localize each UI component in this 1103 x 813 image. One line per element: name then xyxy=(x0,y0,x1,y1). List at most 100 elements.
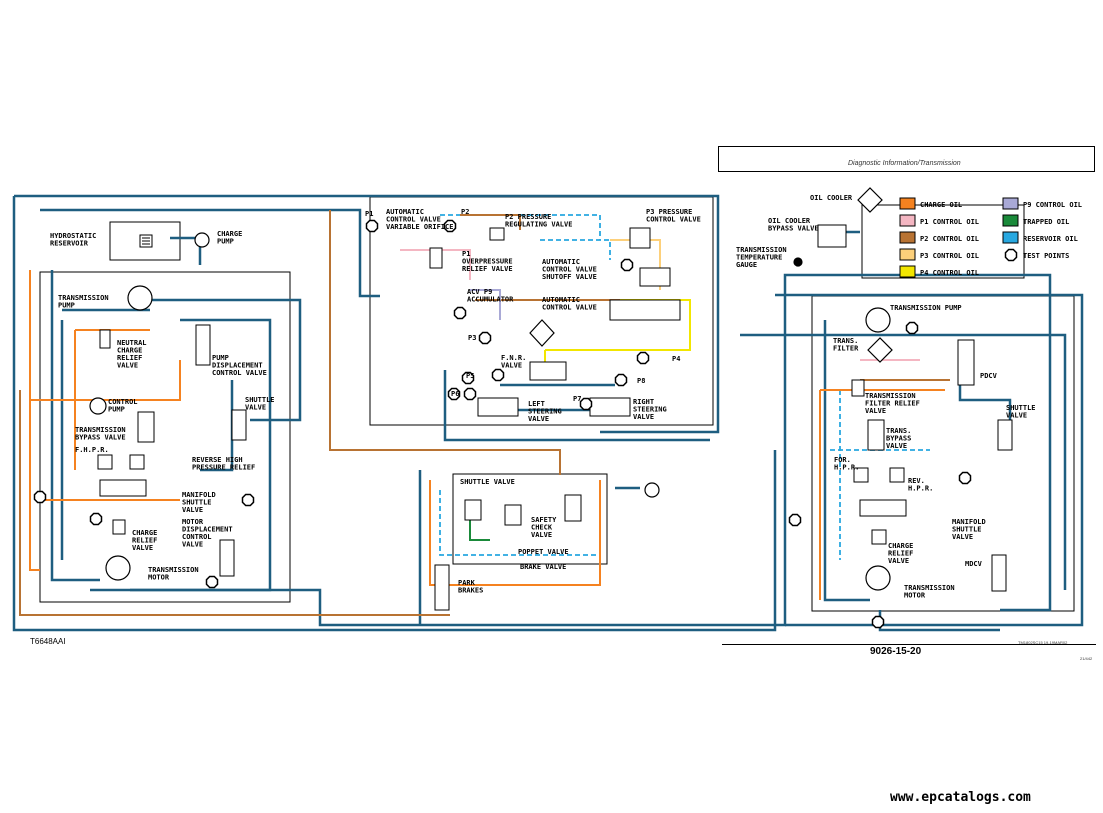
label-shuttle-c: SHUTTLE VALVE xyxy=(460,478,515,486)
right-steer-valve xyxy=(589,397,631,417)
trans-motor-r xyxy=(865,565,891,591)
line-top-main xyxy=(14,194,720,434)
legend-label: P2 CONTROL OIL xyxy=(920,235,979,243)
label-p8: P8 xyxy=(637,377,645,385)
test-point-icon xyxy=(620,258,634,272)
label-brake: BRAKE VALVE xyxy=(520,563,566,571)
figure-id: T6648AAI xyxy=(30,637,66,646)
shuttle-valve-c xyxy=(464,499,482,521)
rev-hpr-valve-l xyxy=(129,454,145,470)
test-point-icon xyxy=(463,387,477,401)
section-header: Diagnostic Information/Transmission xyxy=(848,160,961,167)
left-steer-valve xyxy=(477,397,519,417)
legend-label: P4 CONTROL OIL xyxy=(920,269,979,277)
left-transmission-frame xyxy=(39,271,291,603)
legend-swatch xyxy=(1002,214,1019,227)
label-poppet: POPPET VALVE xyxy=(518,548,569,556)
ref-code-2: 21/442 xyxy=(1080,656,1093,661)
manifold-valve-r xyxy=(859,499,907,517)
pdcv-valve xyxy=(957,339,975,386)
motor-disp-valve xyxy=(219,539,235,577)
label-p7: P7 xyxy=(573,395,581,403)
legend-label: P1 CONTROL OIL xyxy=(920,218,979,226)
label-p3: P3 xyxy=(468,334,476,342)
website-link[interactable]: www.epcatalogs.com xyxy=(890,790,1031,805)
label-fhpr: F.H.P.R. xyxy=(75,446,109,454)
test-point-icon xyxy=(205,575,219,589)
label-p2: P2 xyxy=(461,208,469,216)
p3-ctrl-valve xyxy=(629,227,651,249)
label-trans-pump-r: TRANSMISSION PUMP xyxy=(890,304,962,312)
p9-control-lines xyxy=(470,289,501,320)
legend-label: RESERVOIR OIL xyxy=(1023,235,1078,243)
test-point-icon xyxy=(365,219,379,233)
line-top-second xyxy=(40,208,380,298)
neutral-relief-valve xyxy=(99,329,111,349)
control-pump-l xyxy=(89,397,107,415)
legend-swatch xyxy=(899,265,916,278)
line-left-outer xyxy=(12,196,777,632)
p9-line xyxy=(470,289,501,320)
p1-overpressure-valve xyxy=(429,247,443,269)
park-brakes xyxy=(434,564,450,611)
trans-motor-l xyxy=(105,555,131,581)
footer-rule xyxy=(722,644,1096,645)
legend-swatch xyxy=(899,231,916,244)
legend-label: P3 CONTROL OIL xyxy=(920,252,979,260)
charge-right xyxy=(819,389,945,600)
legend-label: TEST POINTS xyxy=(1023,252,1069,260)
line-motor-bottom xyxy=(90,588,420,627)
charge-inner xyxy=(74,329,150,470)
line-pump-top xyxy=(150,298,302,422)
legend-swatch xyxy=(899,248,916,261)
cooler-frame xyxy=(861,204,1025,279)
label-trans-filter: TRANS.FILTER xyxy=(833,337,859,353)
pumps-motors xyxy=(89,187,893,591)
acv-shutoff-valve xyxy=(639,267,671,287)
reservoir-icon xyxy=(139,234,153,248)
brake-valve-frame xyxy=(452,473,608,565)
legend-label: P9 CONTROL OIL xyxy=(1023,201,1082,209)
test-point-icon xyxy=(443,219,457,233)
line-right-outer xyxy=(775,293,1084,627)
legend-swatch xyxy=(1002,197,1019,210)
legend-swatch xyxy=(899,214,916,227)
res-dash-shutoff xyxy=(540,239,611,260)
test-point-icon xyxy=(871,615,885,629)
fhpr-valve xyxy=(97,454,113,470)
label-p4: P4 xyxy=(672,355,680,363)
test-point-icon xyxy=(905,321,919,335)
label-for-hpr: FOR.H.P.R. xyxy=(834,456,859,472)
test-point-icon xyxy=(89,512,103,526)
test-point-icon xyxy=(478,331,492,345)
charge-relief-valve-l xyxy=(112,519,126,535)
legend-swatch xyxy=(1002,231,1019,244)
page-number: 9026-15-20 xyxy=(870,646,922,657)
label-rev-hpr-r: REV.H.P.R. xyxy=(908,477,933,493)
hydro-reservoir-frame xyxy=(109,221,181,261)
label-fnr: F.N.R.VALVE xyxy=(501,354,526,370)
p1-control-lines xyxy=(400,249,920,361)
p2-reg-valve xyxy=(489,227,505,241)
test-point-icon xyxy=(461,371,475,385)
rev-hpr-valve-r xyxy=(889,467,905,483)
brake-gauge xyxy=(644,482,660,498)
test-point-icon xyxy=(453,306,467,320)
charge-relief-valve-r xyxy=(871,529,887,545)
legend-label: TRAPPED OIL xyxy=(1023,218,1069,226)
ref-code: TM1802SC15 19-19MAR02 xyxy=(1018,640,1068,645)
